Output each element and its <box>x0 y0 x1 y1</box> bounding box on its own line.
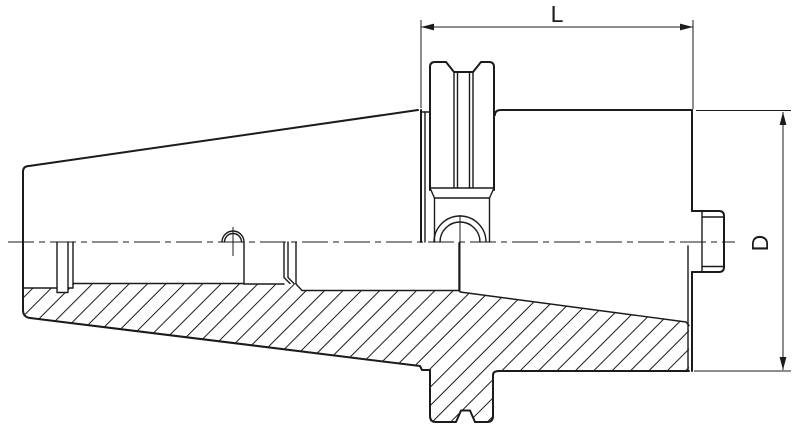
bore-step-2 <box>283 241 295 285</box>
end-boss <box>691 210 725 273</box>
taper-left-face <box>22 165 31 319</box>
flange-groove-lines <box>429 71 495 199</box>
section-hatch <box>23 283 689 422</box>
dim-length: L <box>420 1 694 109</box>
bore-section-lines <box>22 241 690 327</box>
lower-section-outline <box>29 317 690 423</box>
body-top-edge <box>494 109 693 116</box>
v-flange <box>429 61 495 292</box>
dim-length-label: L <box>551 1 564 27</box>
taper-top-edge <box>28 109 419 167</box>
bore-step-3 <box>295 241 303 292</box>
taper-collar <box>420 109 431 243</box>
dim-diameter: D <box>694 110 791 372</box>
dim-diameter-arrow-bottom <box>779 357 787 370</box>
dim-diameter-label: D <box>747 235 773 252</box>
drive-notch-arc <box>433 215 487 292</box>
thread-relief-slot <box>56 241 69 294</box>
dim-length-arrow-left <box>421 23 434 31</box>
cylindrical-body <box>494 109 693 372</box>
flange-silhouette <box>429 61 495 191</box>
taper-socket-line <box>459 291 690 327</box>
taper-shank-outline <box>22 109 690 423</box>
dim-diameter-arrow-top <box>779 112 787 125</box>
dim-length-arrow-right <box>680 23 693 31</box>
radial-hole <box>221 227 245 256</box>
